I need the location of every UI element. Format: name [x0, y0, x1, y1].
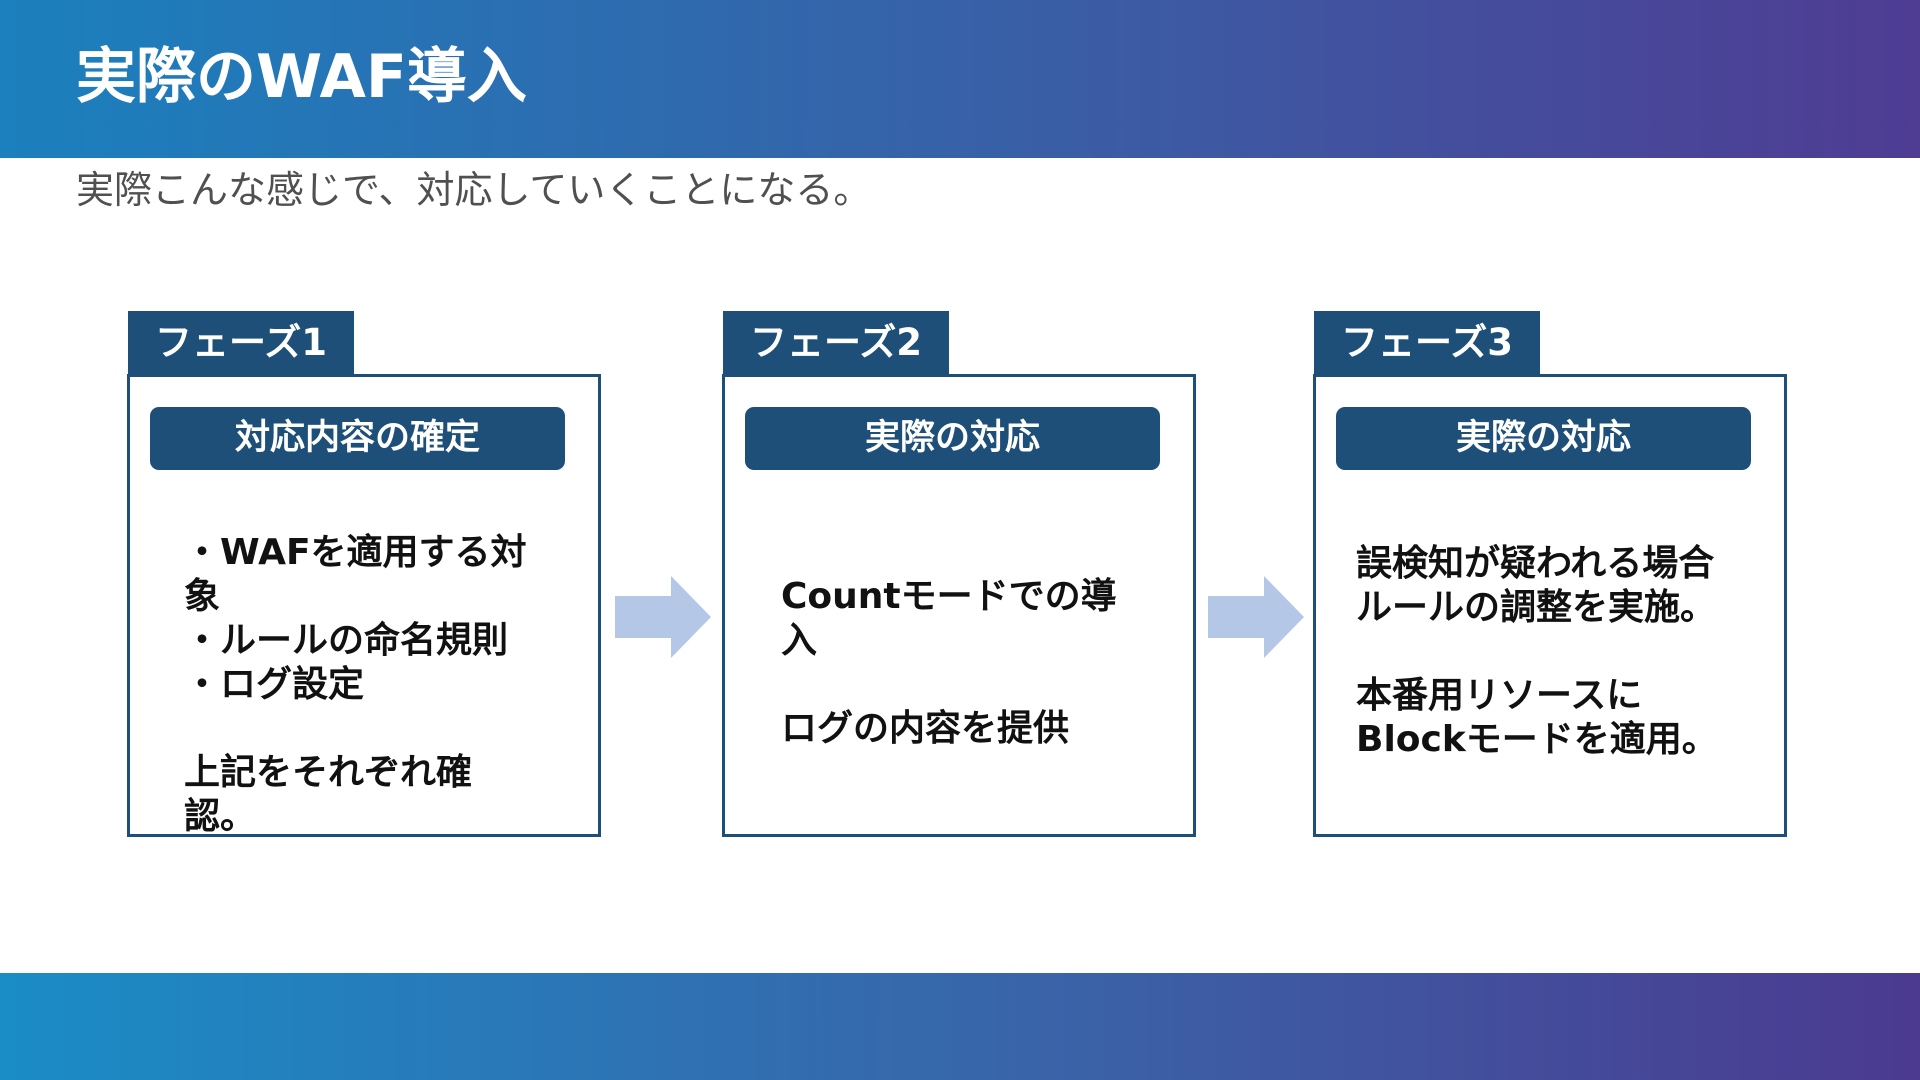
header-band [0, 0, 1920, 158]
arrow-right-icon [1208, 576, 1304, 658]
phase-2-tab: フェーズ2 [723, 311, 949, 375]
phase-1-tab: フェーズ1 [128, 311, 354, 375]
phase-2-box: 実際の対応 Countモードでの導 入 ログの内容を提供 [722, 374, 1196, 837]
phase-3-box: 実際の対応 誤検知が疑われる場合 ルールの調整を実施。 本番用リソースに Blo… [1313, 374, 1787, 837]
phase-2-body: Countモードでの導 入 ログの内容を提供 [781, 576, 1117, 749]
phase-1-header: 対応内容の確定 [150, 407, 565, 470]
footer-band [0, 973, 1920, 1080]
phase-3-header: 実際の対応 [1336, 407, 1751, 470]
phase-2-header: 実際の対応 [745, 407, 1160, 470]
page-title: 実際のWAF導入 [76, 42, 527, 112]
arrow-right-icon [615, 576, 711, 658]
phase-1-body: ・WAFを適用する対 象 ・ルールの命名規則 ・ログ設定 上記をそれぞれ確 認。 [184, 532, 527, 837]
page-subtitle: 実際こんな感じで、対応していくことになる。 [76, 168, 872, 212]
phase-3-tab: フェーズ3 [1314, 311, 1540, 375]
phase-1-box: 対応内容の確定 ・WAFを適用する対 象 ・ルールの命名規則 ・ログ設定 上記を… [127, 374, 601, 837]
phase-3-body: 誤検知が疑われる場合 ルールの調整を実施。 本番用リソースに Blockモードを… [1356, 543, 1718, 760]
